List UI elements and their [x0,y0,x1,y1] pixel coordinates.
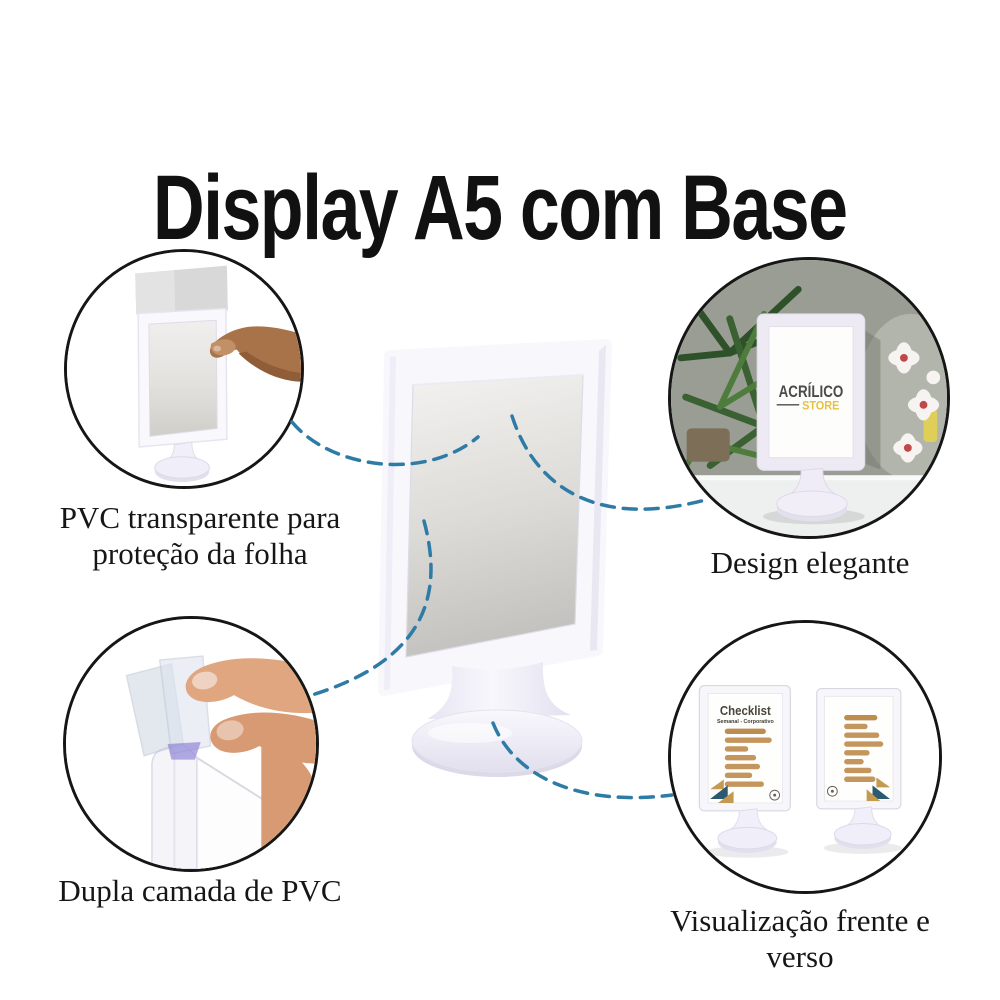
caption-double-pvc: Dupla camada de PVC [58,873,342,908]
display-with-brand-card: ACRÍLICO STORE [756,313,866,525]
fingers [185,658,316,869]
small-logo [769,789,781,801]
double-pvc-illustration [66,619,316,869]
front-back-illustration: Checklist Semanal - Corporativo [671,623,939,891]
photo-double-pvc [63,616,319,872]
connector-lines [290,414,707,800]
insert-sheet-illustration [67,252,301,486]
checklist-subheading-text: Semanal - Corporativo [717,719,774,725]
connector-verso [491,721,674,800]
pedestal-base [411,709,583,773]
checklist-items-verso [844,714,884,782]
caption-elegant-design: Design elegante [710,545,910,580]
checklist-items [724,728,772,787]
small-logo-verso [827,785,838,797]
pedestal-stem [427,662,571,719]
checklist-heading-text: Checklist [720,703,772,718]
page-title: Display A5 com Base [153,156,848,259]
brand-name-text: ACRÍLICO [779,382,844,401]
caption-front-back: Visualização frente e verso [670,903,930,974]
central-product [378,339,612,777]
hand [209,326,301,382]
elegant-scene-illustration: ACRÍLICO STORE [671,260,947,536]
caption-pvc-protection: PVC transparente para proteção da folha [59,500,341,571]
connector-pvc [290,420,480,467]
photo-front-back: Checklist Semanal - Corporativo [668,620,942,894]
photo-elegant-scene: ACRÍLICO STORE [668,257,950,539]
back-display [816,687,902,849]
photo-insert-sheet [64,249,304,489]
orchid-flowers [888,342,941,463]
brand-store-text: STORE [802,400,839,413]
front-display: Checklist Semanal - Corporativo [698,685,791,853]
transparent-panel [405,374,584,658]
